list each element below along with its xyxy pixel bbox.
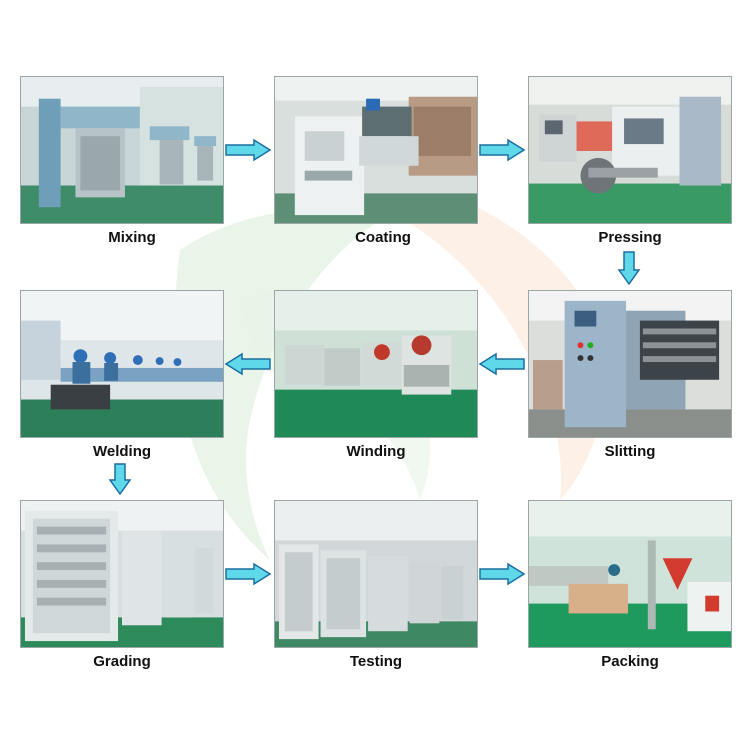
flow-arrow-down (108, 463, 132, 496)
step-label: Winding (346, 443, 406, 460)
step-label: Mixing (108, 229, 156, 246)
flow-arrow-right (225, 138, 272, 162)
flow-arrow-left (224, 352, 271, 376)
step-label: Welding (92, 443, 152, 460)
grading-cabinets-photo (20, 500, 224, 648)
slitting-machine-photo (528, 290, 732, 438)
step-label: Packing (601, 653, 659, 670)
step-label: Testing (349, 653, 403, 670)
packing-room-photo (528, 500, 732, 648)
step-label: Pressing (598, 229, 662, 246)
winding-line-photo (274, 290, 478, 438)
step-label: Coating (355, 229, 411, 246)
flow-arrow-left (478, 352, 525, 376)
step-label: Slitting (604, 443, 656, 460)
flow-arrow-down (617, 251, 641, 286)
flow-arrow-right (479, 562, 526, 586)
coating-machine-photo (274, 76, 478, 224)
mixing-machines-photo (20, 76, 224, 224)
flow-arrow-right (479, 138, 526, 162)
testing-cabinets-photo (274, 500, 478, 648)
pressing-machine-photo (528, 76, 732, 224)
welding-workers-photo (20, 290, 224, 438)
step-label: Grading (93, 653, 151, 670)
flow-arrow-right (225, 562, 272, 586)
